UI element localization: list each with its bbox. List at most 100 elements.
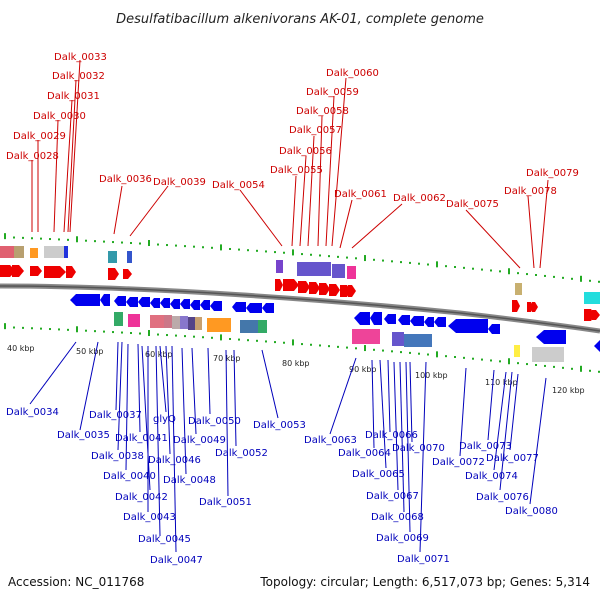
gene-label[interactable]: Dalk_0031	[47, 91, 100, 102]
gene-label[interactable]: Dalk_0045	[138, 534, 191, 545]
gene-label[interactable]: Dalk_0067	[366, 491, 419, 502]
gene-label[interactable]: Dalk_0056	[279, 146, 332, 157]
tick-mark	[13, 236, 15, 239]
forward-gene-arrow	[30, 266, 42, 276]
gene-box	[64, 246, 68, 258]
tick-mark	[373, 258, 375, 261]
tick-mark	[589, 279, 591, 282]
gene-label[interactable]: Dalk_0046	[148, 455, 201, 466]
gene-label[interactable]: Dalk_0053	[253, 420, 306, 431]
gene-box	[514, 345, 520, 357]
tick-mark	[121, 241, 123, 244]
gene-label[interactable]: Dalk_0047	[150, 555, 203, 566]
gene-label[interactable]: Dalk_0055	[270, 165, 323, 176]
gene-label[interactable]: Dalk_0080	[505, 506, 558, 517]
gene-label[interactable]: Dalk_0078	[504, 186, 557, 197]
reverse-gene-arrow	[424, 317, 434, 327]
gene-label[interactable]: Dalk_0030	[33, 111, 86, 122]
tick-mark	[337, 345, 339, 348]
gene-label[interactable]: Dalk_0043	[123, 512, 176, 523]
gene-label[interactable]: Dalk_0051	[199, 497, 252, 508]
gene-label[interactable]: Dalk_0036	[99, 174, 152, 185]
tick-mark	[463, 266, 465, 269]
forward-gene-arrow	[123, 269, 132, 279]
gene-label[interactable]: Dalk_0060	[326, 68, 379, 79]
gene-label[interactable]: Dalk_0050	[188, 416, 241, 427]
gene-label[interactable]: Dalk_0052	[215, 448, 268, 459]
gene-label[interactable]: Dalk_0066	[365, 430, 418, 441]
gene-label[interactable]: Dalk_0059	[306, 87, 359, 98]
gene-label[interactable]: Dalk_0070	[392, 443, 445, 454]
gene-label[interactable]: Dalk_0065	[352, 469, 405, 480]
tick-mark	[508, 358, 510, 365]
map-title: Desulfatibacillum alkenivorans AK-01, co…	[116, 12, 484, 27]
reverse-gene-arrow	[448, 319, 488, 333]
reverse-label-leaders	[29, 341, 547, 553]
gene-label[interactable]: Dalk_0062	[393, 193, 446, 204]
tick-mark	[13, 326, 15, 329]
gene-box	[297, 262, 331, 276]
tick-mark	[427, 353, 429, 356]
tick-mark	[193, 335, 195, 338]
tick-mark	[22, 236, 24, 239]
tick-mark	[310, 253, 312, 256]
gene-label[interactable]: Dalk_0079	[526, 168, 579, 179]
tick-mark	[157, 243, 159, 246]
tick-mark	[355, 347, 357, 350]
gene-label[interactable]: Dalk_0058	[296, 106, 349, 117]
gene-label[interactable]: Dalk_0072	[432, 457, 485, 468]
gene-label[interactable]: Dalk_0040	[103, 471, 156, 482]
tick-mark	[247, 249, 249, 252]
gene-box	[258, 320, 267, 333]
gene-label[interactable]: Dalk_0041	[115, 433, 168, 444]
gene-label[interactable]: Dalk_0075	[446, 199, 499, 210]
gene-box	[392, 332, 404, 346]
gene-label[interactable]: Dalk_0035	[57, 430, 110, 441]
gene-label[interactable]: Dalk_0042	[115, 492, 168, 503]
tick-mark	[418, 352, 420, 355]
gene-label[interactable]: Dalk_0064	[338, 448, 391, 459]
gene-label[interactable]: Dalk_0034	[6, 407, 59, 418]
tick-mark	[130, 242, 132, 245]
gene-label[interactable]: Dalk_0038	[91, 451, 144, 462]
gene-box	[128, 314, 140, 327]
gene-label[interactable]: Dalk_0049	[173, 435, 226, 446]
gene-label[interactable]: Dalk_0032	[52, 71, 105, 82]
tick-mark	[31, 327, 33, 330]
gene-label[interactable]: Dalk_0057	[289, 125, 342, 136]
tick-mark	[229, 247, 231, 250]
tick-mark	[40, 327, 42, 330]
tick-mark	[598, 280, 600, 283]
gene-label[interactable]: Dalk_0048	[163, 475, 216, 486]
forward-gene-arrow	[348, 285, 356, 297]
gene-label[interactable]: Dalk_0076	[476, 492, 529, 503]
tick-mark	[76, 326, 78, 333]
gene-label[interactable]: Dalk_0069	[376, 533, 429, 544]
tick-mark	[58, 328, 60, 331]
gene-label[interactable]: Dalk_0039	[153, 177, 206, 188]
gene-label[interactable]: Dalk_0071	[397, 554, 450, 565]
gene-label[interactable]: Dalk_0029	[13, 131, 66, 142]
gene-label[interactable]: Dalk_0061	[334, 189, 387, 200]
gene-label[interactable]: Dalk_0054	[212, 180, 265, 191]
reverse-gene-arrow	[160, 298, 170, 308]
gene-label[interactable]: Dalk_0074	[465, 471, 518, 482]
tick-mark	[238, 248, 240, 251]
reverse-gene-arrow	[210, 301, 222, 311]
tick-mark	[121, 331, 123, 334]
gene-label[interactable]: Dalk_0077	[486, 453, 539, 464]
gene-label[interactable]: Dalk_0028	[6, 151, 59, 162]
gene-box	[515, 283, 522, 295]
tick-mark	[166, 244, 168, 247]
gene-label[interactable]: Dalk_0068	[371, 512, 424, 523]
gene-label[interactable]: Dalk_0073	[459, 441, 512, 452]
gene-label[interactable]: Dalk_0033	[54, 52, 107, 63]
gene-label[interactable]: glyQ	[153, 414, 176, 425]
kbp-ruler: 40 kbp 50 kbp 60 kbp 70 kbp 80 kbp 90 kb…	[7, 344, 585, 395]
tick-mark	[301, 343, 303, 346]
gene-label[interactable]: Dalk_0037	[89, 410, 142, 421]
gene-label[interactable]: Dalk_0063	[304, 435, 357, 446]
gene-box	[207, 318, 231, 332]
tick-mark	[580, 365, 582, 372]
